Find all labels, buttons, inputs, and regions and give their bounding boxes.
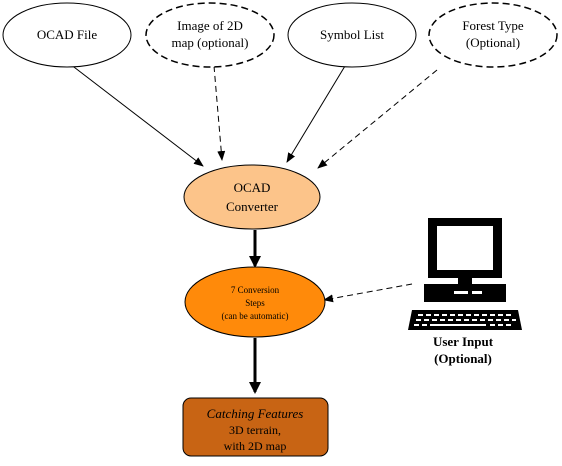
node-image-map-label-line1: Image of 2D	[177, 18, 243, 33]
node-conversion-steps: 7 Conversion Steps (can be automatic)	[184, 266, 326, 338]
computer-icon	[408, 218, 522, 330]
node-catching-features: Catching Features 3D terrain, with 2D ma…	[182, 397, 329, 457]
node-image-of-2d-map: Image of 2D map (optional)	[145, 2, 275, 68]
edge-ocad-file-to-converter	[69, 63, 204, 167]
node-forest-type-label-line1: Forest Type	[462, 18, 524, 33]
edge-image-map-to-converter	[213, 65, 226, 161]
node-converter-label-line2: Converter	[226, 199, 279, 214]
node-ocad-converter: OCAD Converter	[183, 164, 321, 230]
node-steps-label-line3: (can be automatic)	[222, 311, 289, 321]
node-ocad-file-label: OCAD File	[37, 27, 98, 42]
edge-user-input-to-steps	[323, 283, 413, 303]
node-image-map-label-line2: map (optional)	[172, 35, 249, 50]
user-input-label: User Input (Optional)	[433, 334, 494, 366]
node-output-label-line3: with 2D map	[224, 439, 287, 453]
node-output-label-line1: Catching Features	[207, 406, 304, 421]
user-input-label-line1: User Input	[433, 334, 494, 349]
user-input-label-line2: (Optional)	[434, 351, 492, 366]
node-forest-type: Forest Type (Optional)	[428, 2, 558, 68]
node-converter-label-line1: OCAD	[234, 180, 271, 195]
node-output-label-line2: 3D terrain,	[229, 423, 281, 437]
node-symbol-list-label: Symbol List	[320, 27, 384, 42]
edge-forest-type-to-converter	[317, 69, 438, 169]
node-forest-type-label-line2: (Optional)	[466, 35, 520, 50]
edge-symbol-list-to-converter	[286, 65, 346, 163]
node-steps-label-line2: Steps	[245, 298, 265, 308]
node-ocad-file: OCAD File	[2, 2, 132, 68]
node-symbol-list: Symbol List	[287, 2, 417, 68]
node-steps-label-line1: 7 Conversion	[231, 285, 280, 295]
